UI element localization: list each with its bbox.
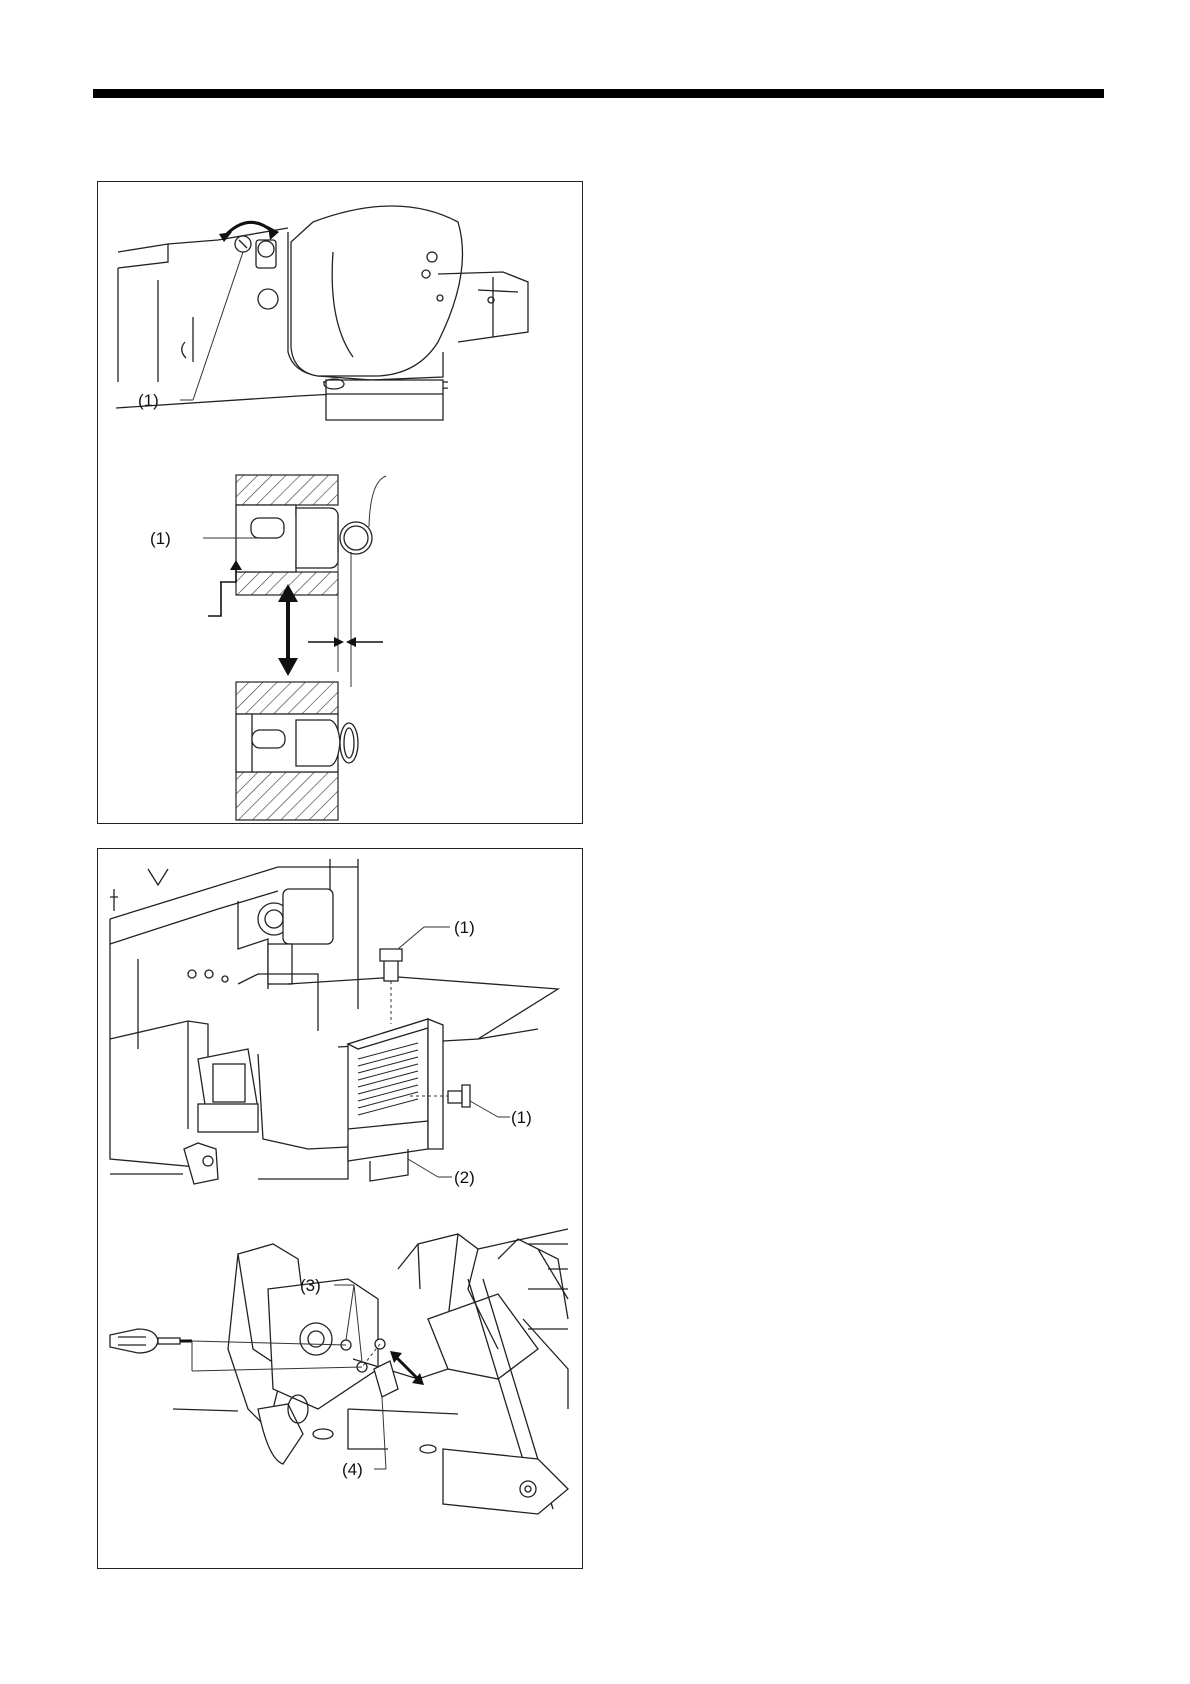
double-arrow-icon (278, 584, 298, 676)
callout-1-leader (193, 252, 243, 400)
section-view-lower (236, 682, 358, 820)
callout-1-bolt-right: (1) (511, 1108, 532, 1127)
figure-2-panel: (1) (1) (2) (97, 848, 583, 1569)
callout-1-top: (1) (138, 391, 159, 410)
callout-3-screws: (3) (300, 1276, 321, 1295)
callout-4-part: (4) (342, 1460, 363, 1479)
section-view-upper (203, 475, 386, 595)
header-rule (93, 89, 1104, 98)
figure-1-panel: (1) (1) (97, 181, 583, 824)
callout-1-section: (1) (150, 529, 171, 548)
figure-2-illustration: (1) (1) (2) (98, 849, 584, 1570)
machine-base-drawing (110, 859, 558, 1184)
machine-underside-drawing (173, 1229, 568, 1514)
callout-2-cover: (2) (454, 1168, 475, 1187)
callout-1-bolt-top: (1) (454, 918, 475, 937)
cover-part (348, 1019, 443, 1181)
pointer-arrow (220, 570, 236, 582)
bolt-top (380, 949, 402, 1024)
figure-1-illustration: (1) (1) (98, 182, 584, 825)
machine-arm-drawing (116, 206, 528, 420)
